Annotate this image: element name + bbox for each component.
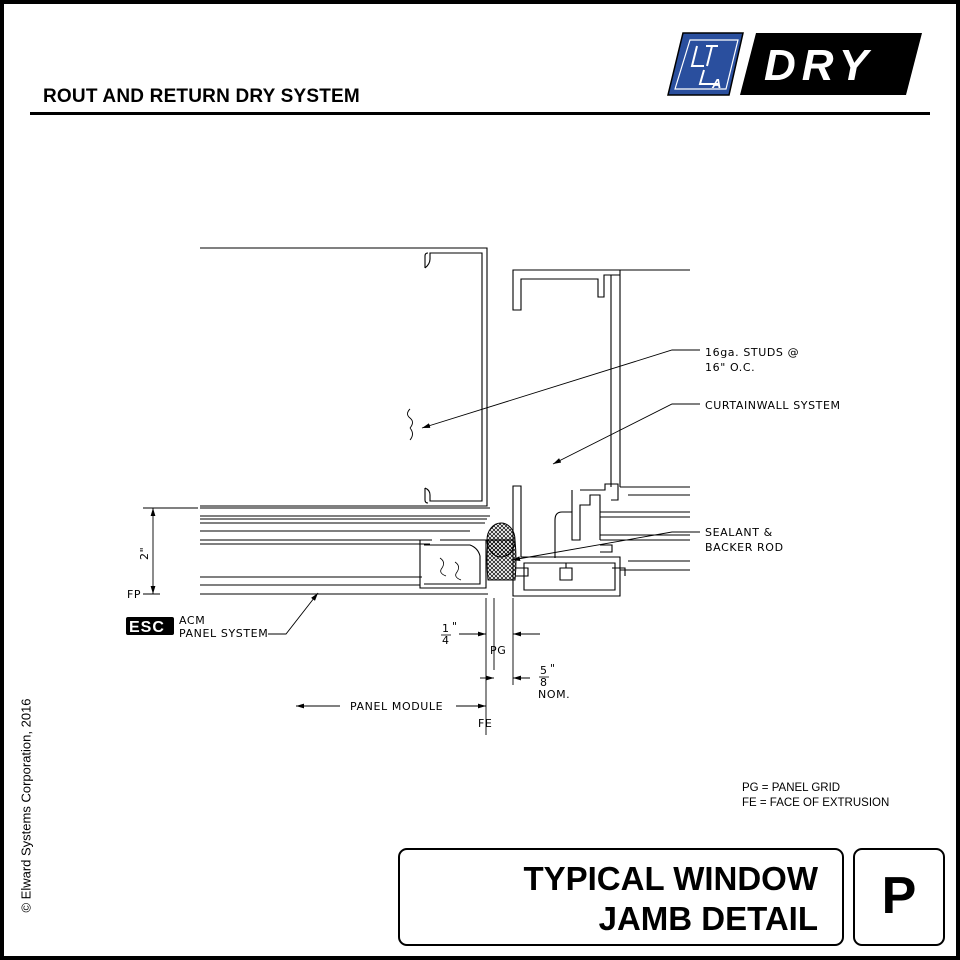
panel-depth-dimension: 2" (138, 547, 151, 560)
studs-callout-line2: 16" O.C. (705, 361, 755, 374)
quarter-inch-denominator: 4 (442, 634, 450, 647)
panel-callout-line2: PANEL SYSTEM (179, 627, 268, 640)
sealant-callout-line2: BACKER ROD (705, 541, 784, 554)
five-eighths-numerator: 5 (540, 664, 548, 677)
logo-mark-icon (667, 32, 744, 96)
title-block: TYPICAL WINDOW JAMB DETAIL (398, 848, 844, 946)
title-rule (30, 112, 930, 115)
copyright-notice: © Elward Systems Corporation, 2016 (18, 698, 34, 913)
panel-callout-line1: ACM (179, 614, 205, 627)
curtainwall-mullion (512, 269, 690, 597)
fe-label: FE (478, 717, 492, 730)
svg-text:A: A (711, 76, 721, 91)
leader-lines (268, 349, 700, 635)
fp-label: FP (127, 588, 141, 601)
five-eighths-mark: " (550, 662, 556, 675)
nom-label: NOM. (538, 688, 570, 701)
five-eighths-denominator: 8 (540, 676, 548, 689)
company-logo: A DRY (667, 32, 922, 96)
sheet-letter: P (881, 867, 917, 925)
sealant-and-backer-rod (486, 522, 517, 581)
abbreviation-legend: PG = PANEL GRID FE = FACE OF EXTRUSION (742, 781, 889, 811)
curtainwall-callout: CURTAINWALL SYSTEM (705, 399, 841, 412)
logo-dry-badge (740, 33, 922, 95)
studs-callout-line1: 16ga. STUDS @ (705, 346, 799, 359)
legend-fe: FE = FACE OF EXTRUSION (742, 797, 890, 809)
esc-panel-logo: ESC (126, 617, 174, 636)
dimension-lines (143, 507, 540, 735)
detail-title-line1: TYPICAL WINDOW (523, 860, 818, 897)
sheet-letter-box: P (853, 848, 945, 946)
pg-dimension-label: PG (490, 644, 506, 657)
legend-pg: PG = PANEL GRID (742, 782, 841, 794)
detail-title-line2: JAMB DETAIL (598, 900, 818, 937)
brand-text: DRY (764, 41, 874, 90)
system-title: ROUT AND RETURN DRY SYSTEM (43, 86, 360, 107)
panel-module-label: PANEL MODULE (350, 700, 443, 713)
steel-stud (200, 247, 488, 507)
quarter-inch-numerator: 1 (442, 622, 450, 635)
acm-panel (200, 507, 490, 595)
sealant-callout-line1: SEALANT & (705, 526, 773, 539)
svg-text:ESC: ESC (129, 619, 165, 636)
quarter-inch-mark: " (452, 620, 458, 633)
